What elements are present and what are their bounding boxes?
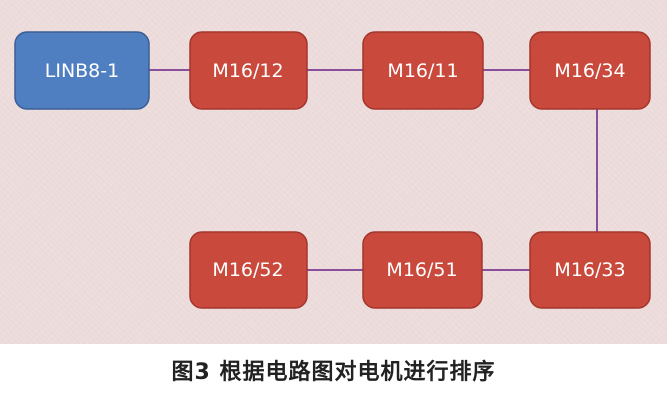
node-m16-34-label: M16/34 [554,60,625,82]
node-m16-52-box [189,231,308,309]
node-m16-34-box [529,31,651,110]
node-m16-12-box [189,31,308,110]
node-linb8-1-box [14,31,150,110]
node-m16-51-box [362,231,483,309]
node-m16-51-label: M16/51 [386,259,457,281]
node-linb8-1: LINB8-1 [14,31,150,110]
node-m16-33-label: M16/33 [554,259,625,281]
figure-caption: 图3 根据电路图对电机进行排序 [171,360,496,385]
node-m16-12: M16/12 [189,31,308,110]
node-m16-11: M16/11 [362,31,484,110]
node-m16-34: M16/34 [529,31,651,110]
connection-diagram: LINB8-1 M16/12 M16/11 M16/34 M16/33 M16/… [14,31,651,309]
node-m16-33: M16/33 [529,231,651,309]
node-m16-51: M16/51 [362,231,483,309]
diagram-panel: LINB8-1 M16/12 M16/11 M16/34 M16/33 M16/… [0,0,667,344]
node-m16-11-box [362,31,484,110]
node-m16-52: M16/52 [189,231,308,309]
node-m16-52-label: M16/52 [212,259,283,281]
node-m16-12-label: M16/12 [212,60,283,82]
connector-lines [128,69,598,271]
node-m16-33-box [529,231,651,309]
node-m16-11-label: M16/11 [387,60,458,82]
node-linb8-1-label: LINB8-1 [45,60,119,82]
